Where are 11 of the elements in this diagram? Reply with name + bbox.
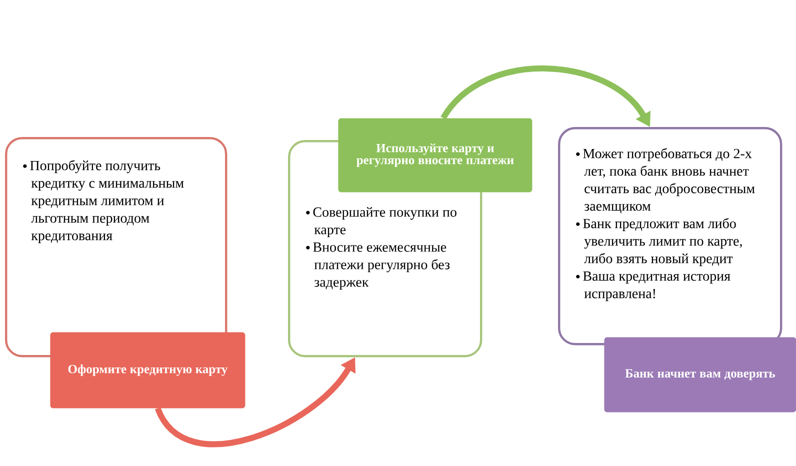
step-label-box: Оформите кредитную карту [50,332,246,408]
outlined-panel [5,137,228,358]
step-label-box: Используйте карту и регулярно вносите платежи [338,118,532,192]
bullet-item: Вносите ежемесячные платежи регулярно без задержек [313,242,450,290]
outlined-panel [558,127,782,346]
bullet-item: Банк предложит вам либо увеличить лимит по карте, либо взять новый кредит [583,218,742,266]
bullet-item: Совершайте покупки по карте [313,207,456,238]
bullet-item: Попробуйте получить кредитку с минимальным кредитным лимитом и льготным периодом кредитования [30,160,184,244]
step-label-box: Банк начнет вам доверять [604,337,796,412]
bullet-item: Может потребоваться до 2-х лет, пока банк вновь начнет считать вас добросовестным заемщиком [583,148,755,214]
bullet-item: Ваша кредитная история исправлена! [583,271,730,302]
